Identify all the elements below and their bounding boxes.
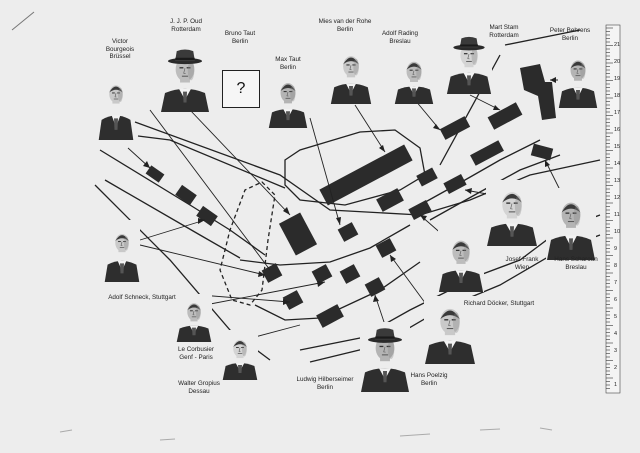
caption-line: Le Corbusier: [177, 346, 215, 353]
caption-line: Hans Poelzig: [410, 372, 448, 379]
caption-line: Bruno Taut: [224, 30, 256, 37]
dashed-path: [219, 181, 276, 306]
caption-richard-docker: Richard Döcker, Stuttgart: [464, 300, 534, 308]
portrait-le-corbusier: [176, 294, 212, 342]
portrait-victor-bourgeois: [98, 68, 134, 140]
caption-line: Adolf Schneck, Stuttgart: [108, 294, 176, 301]
buildings: [145, 64, 556, 328]
caption-line: Brüssel: [109, 53, 131, 60]
portrait-max-taut: [268, 72, 308, 128]
caption-line: Dessau: [188, 387, 210, 395]
caption-line: Genf - Paris: [179, 353, 213, 361]
question-mark: ?: [236, 80, 246, 97]
portrait-jjp-oud: [160, 44, 210, 112]
caption-line: Adolf Rading: [381, 30, 419, 37]
portrait-richard-docker: [438, 228, 484, 292]
caption-line: Josef Frank: [505, 256, 539, 263]
ruler-number: 19: [614, 76, 620, 82]
caption-line: Walter Gropius: [178, 380, 220, 387]
portrait-hans-poelzig: [424, 296, 476, 364]
ruler-number: 12: [614, 195, 620, 201]
caption-line: Wien: [514, 263, 530, 271]
ruler-number: 18: [614, 93, 620, 99]
portrait-hans-scharoun: [546, 188, 596, 260]
caption-line: Rotterdam: [489, 31, 519, 39]
missing-portrait-box: ?: [222, 70, 260, 108]
caption-line: Breslau: [565, 263, 587, 271]
scan-smudges: [59, 427, 553, 441]
caption-line: J. J. P. Oud: [169, 18, 203, 25]
caption-line: Max Taut: [275, 56, 301, 63]
ruler-number: 20: [614, 59, 620, 65]
ruler-number: 7: [614, 280, 617, 286]
ruler-number: 2: [614, 365, 617, 371]
ruler-number: 4: [614, 331, 617, 337]
ruler-number: 10: [614, 229, 620, 235]
caption-line: Mart Stam: [489, 24, 519, 31]
caption-line: Ludwig Hilberseimer: [296, 376, 354, 383]
portrait-peter-behrens: [558, 48, 598, 108]
portrait-josef-frank: [486, 180, 538, 246]
caption-line: Berlin: [561, 34, 579, 42]
ruler-number: 8: [614, 263, 617, 269]
portrait-mies-van-der-rohe: [330, 44, 372, 104]
ruler-number: 11: [614, 212, 620, 218]
ruler-number: 6: [614, 297, 617, 303]
caption-line: Hans Scharoun: [554, 256, 598, 263]
pointer-arrowheads: [143, 77, 556, 305]
ruler-number: 1: [614, 382, 617, 388]
caption-line: Richard Döcker, Stuttgart: [463, 300, 535, 307]
caption-line: Rotterdam: [171, 25, 201, 33]
corner-mark: [11, 11, 35, 31]
caption-line: Berlin: [316, 383, 334, 391]
ruler-number: 17: [614, 110, 620, 116]
portrait-adolf-rading: [394, 52, 434, 104]
ruler-number: 13: [614, 178, 620, 184]
caption-line: Bourgeois: [105, 45, 135, 53]
ruler-number: 21: [614, 42, 620, 48]
portrait-mart-stam: [446, 32, 492, 94]
caption-line: Victor: [112, 38, 128, 45]
caption-line: Peter Behrens: [549, 27, 591, 34]
ruler-number: 15: [614, 144, 620, 150]
portrait-walter-gropius: [222, 330, 258, 380]
caption-line: Berlin: [279, 63, 297, 71]
ruler-number: 3: [614, 348, 617, 354]
caption-line: Berlin: [336, 25, 354, 33]
caption-line: Berlin: [420, 379, 438, 387]
caption-line: Breslau: [389, 37, 411, 45]
caption-line: Mies van der Rohe: [318, 18, 372, 25]
ruler-number: 14: [614, 161, 620, 167]
caption-line: Berlin: [231, 37, 249, 45]
ruler-number: 16: [614, 127, 620, 133]
caption-adolf-schneck: Adolf Schneck, Stuttgart: [108, 294, 176, 302]
ruler-number: 5: [614, 314, 617, 320]
portrait-ludwig-hilberseimer: [360, 322, 410, 392]
portrait-adolf-schneck: [104, 220, 140, 282]
ruler-number: 9: [614, 246, 617, 252]
